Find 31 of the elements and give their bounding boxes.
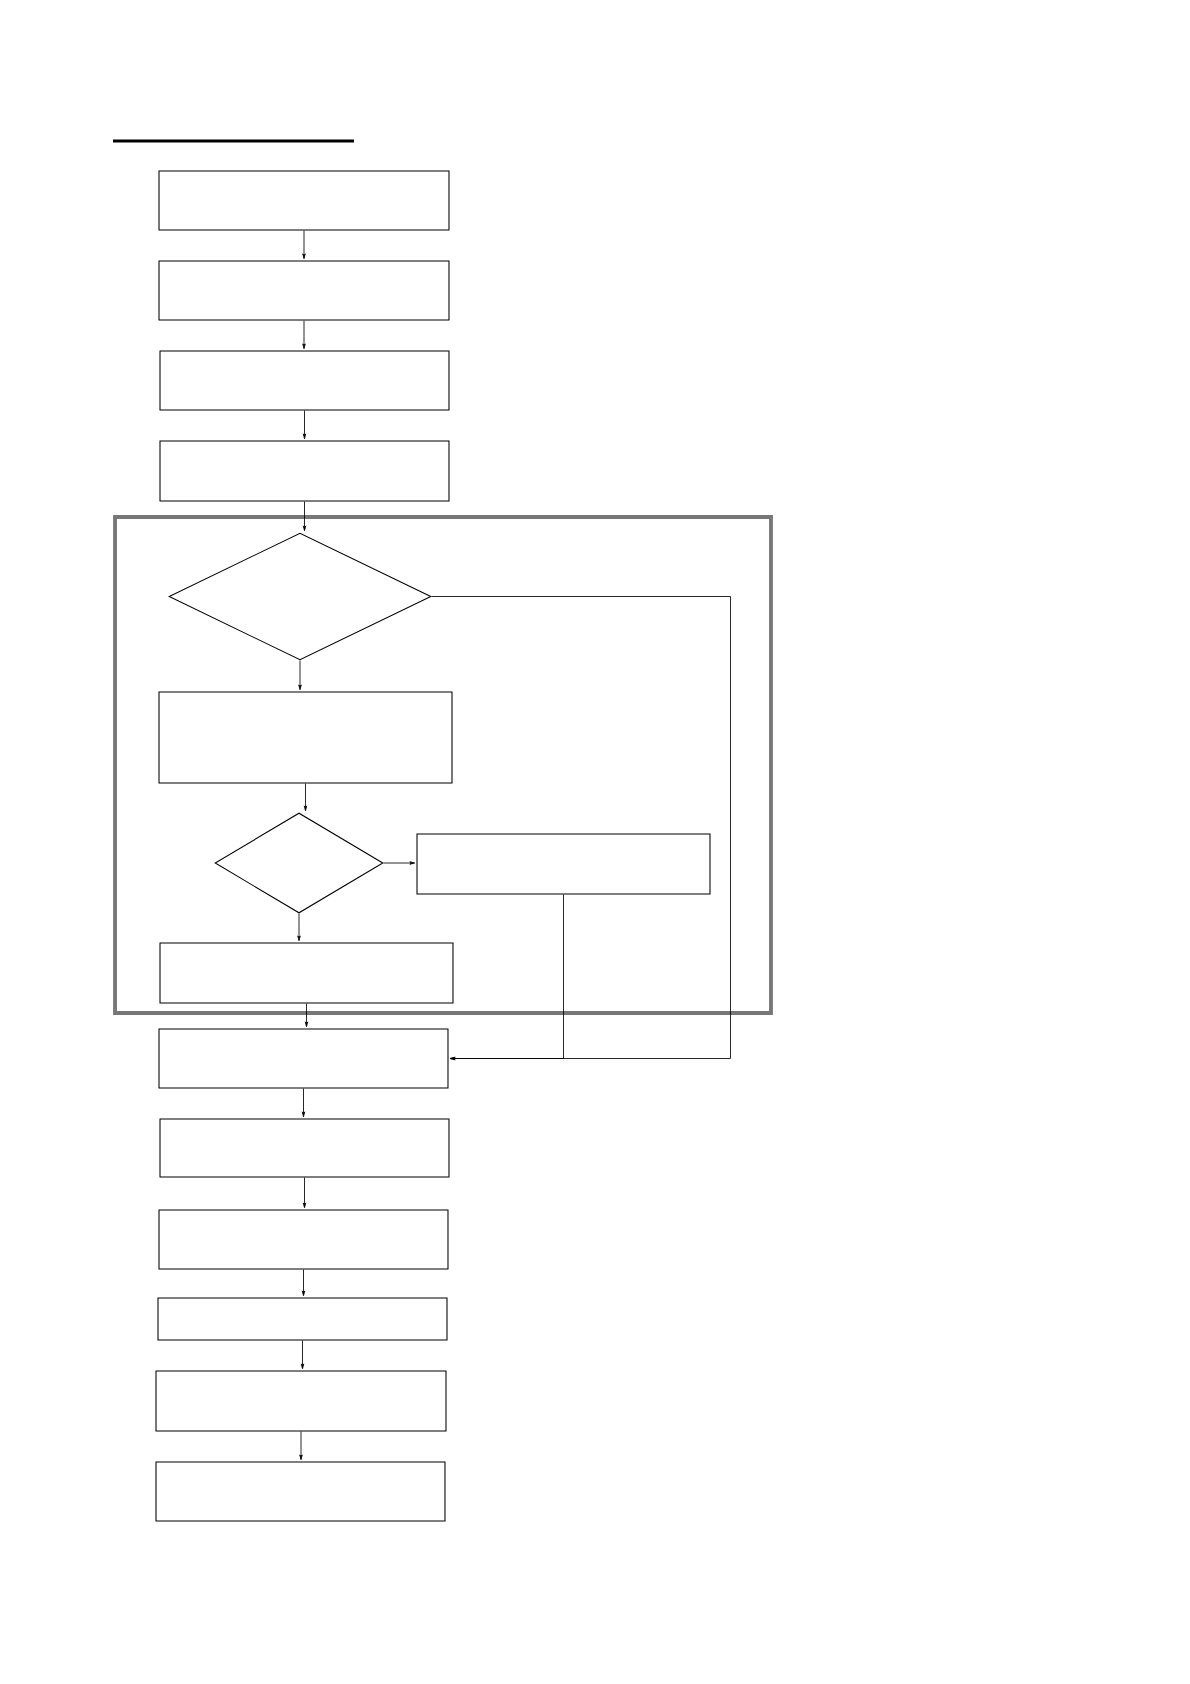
process-box: [158, 1209, 449, 1270]
process-box: [158, 170, 450, 231]
arrow: [300, 1340, 305, 1370]
arrow: [298, 660, 302, 691]
arrow: [431, 596, 731, 1061]
arrow: [302, 230, 306, 260]
arrow: [303, 783, 308, 812]
process-box: [158, 691, 453, 784]
arrow: [299, 1431, 303, 1461]
group-frame: [113, 515, 773, 1015]
process-box: [158, 1028, 449, 1089]
process-box: [159, 942, 454, 1004]
arrow: [301, 1088, 306, 1118]
process-box: [159, 1118, 450, 1178]
process-box: [158, 260, 450, 321]
arrow: [297, 913, 301, 942]
process-box: [416, 833, 711, 895]
decision-diamond: [168, 532, 432, 661]
arrow: [383, 861, 416, 865]
arrow: [302, 320, 306, 350]
process-box: [155, 1370, 447, 1432]
arrow: [302, 1177, 307, 1209]
process-box: [157, 1297, 448, 1341]
arrow: [304, 1003, 309, 1028]
arrow: [302, 501, 307, 532]
process-box: [155, 1461, 446, 1522]
process-box: [159, 440, 450, 502]
decision-diamond: [214, 812, 384, 914]
process-box: [159, 350, 450, 411]
arrow: [301, 1269, 306, 1297]
arrow: [302, 410, 307, 440]
